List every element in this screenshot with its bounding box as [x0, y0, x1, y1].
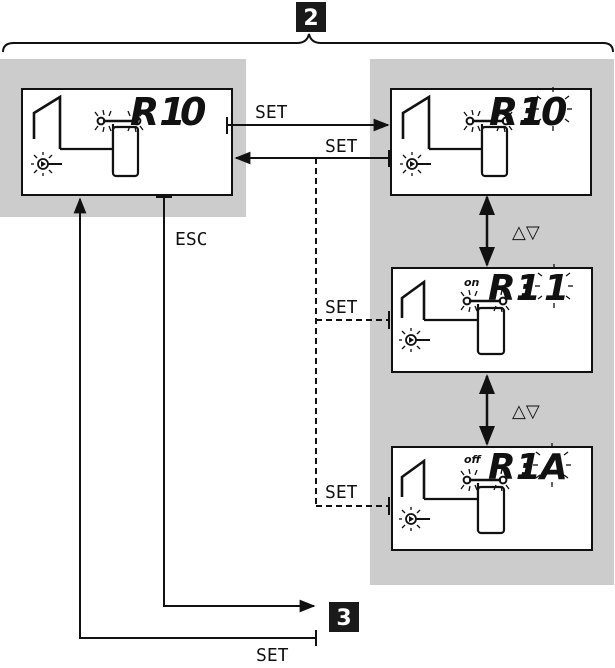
esc-arrow	[156, 196, 316, 613]
label-set-mid: SET	[325, 297, 358, 318]
step-badge-2: 2	[296, 2, 326, 32]
svg-text:off: off	[464, 453, 483, 466]
label-set-return: SET	[256, 645, 289, 664]
label-set-low: SET	[325, 482, 358, 503]
label-set-enter: SET	[255, 102, 288, 123]
lcd-display-main: R1 : 0	[21, 88, 233, 196]
svg-text::: :	[520, 275, 530, 305]
svg-text::: :	[522, 97, 533, 130]
set-arrow-confirm	[234, 150, 390, 167]
svg-text:A: A	[537, 447, 568, 488]
group-brace	[2, 33, 614, 53]
label-updown-2: △▽	[512, 401, 540, 422]
svg-text::: :	[168, 97, 179, 130]
svg-text:3: 3	[336, 606, 351, 631]
svg-text:2: 2	[303, 6, 318, 31]
svg-text::: :	[520, 454, 530, 484]
svg-text:1: 1	[544, 268, 569, 309]
svg-text:R1: R1	[488, 447, 541, 488]
step-badge-3: 3	[329, 602, 359, 632]
svg-text:0: 0	[180, 90, 206, 134]
label-updown-1: △▽	[512, 222, 540, 243]
lcd-display-edit-a: off R1 : A	[391, 442, 593, 551]
label-esc: ESC	[175, 229, 208, 250]
svg-text:R1: R1	[489, 90, 545, 134]
lcd-display-edit-0: R1 : 0	[390, 86, 592, 196]
svg-text:R1: R1	[488, 268, 541, 309]
svg-text:on: on	[464, 276, 480, 289]
set-arrow-return	[73, 197, 317, 646]
lcd-display-edit-1: on R1 : 1	[391, 263, 593, 373]
set-arrow-enter	[226, 117, 390, 134]
dashed-connector	[315, 158, 390, 515]
label-set-confirm: SET	[325, 136, 358, 157]
svg-text:0: 0	[541, 90, 567, 134]
svg-text:R1: R1	[130, 90, 186, 134]
